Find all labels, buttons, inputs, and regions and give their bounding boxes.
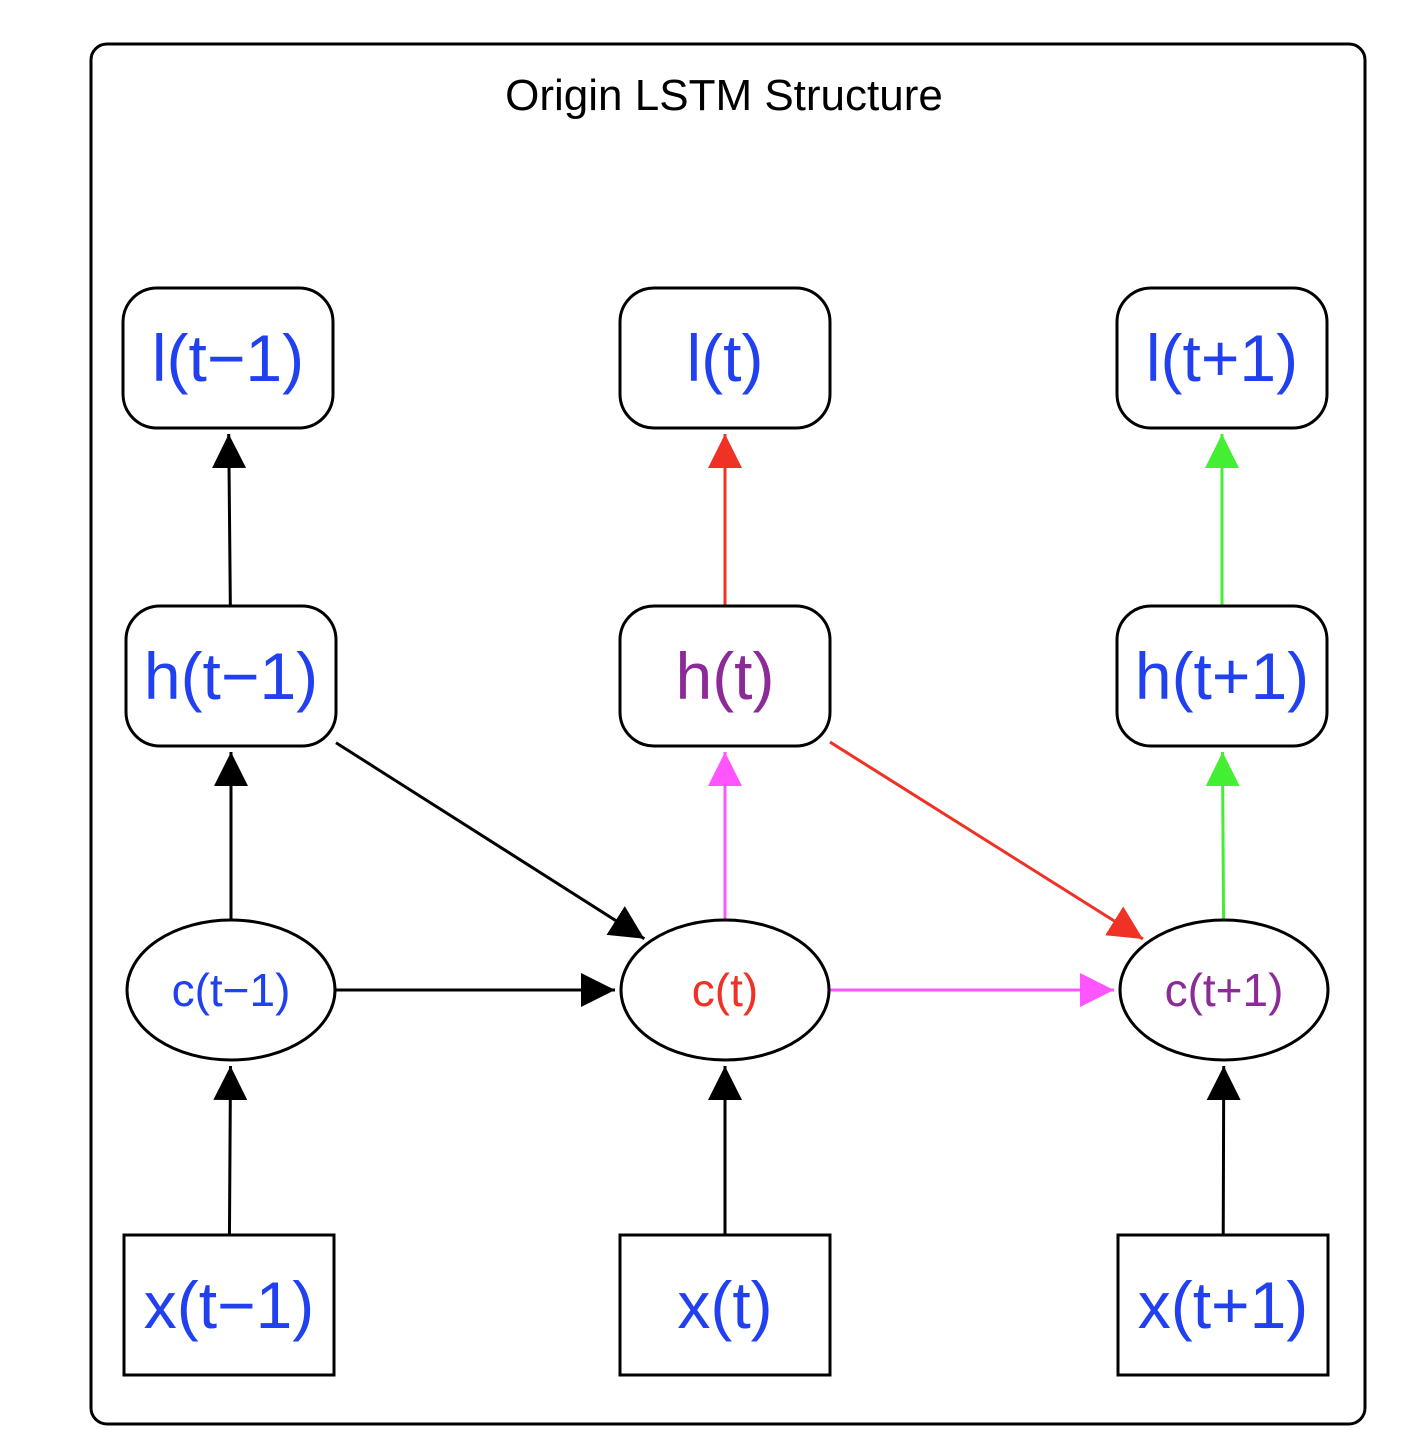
diagram-title: Origin LSTM Structure bbox=[505, 71, 943, 120]
node-h-tp1: h(t+1) bbox=[1115, 604, 1329, 748]
node-l-tp1: l(t+1) bbox=[1115, 286, 1329, 430]
node-label: h(t) bbox=[676, 639, 775, 713]
node-shape bbox=[125, 918, 337, 1062]
node-label: c(t−1) bbox=[172, 964, 291, 1016]
node-label: l(t) bbox=[687, 321, 764, 395]
node-shape bbox=[1116, 1233, 1330, 1377]
node-l-tm1: l(t−1) bbox=[121, 286, 335, 430]
node-label: h(t−1) bbox=[144, 639, 318, 713]
node-shape bbox=[618, 1233, 832, 1377]
node-shape bbox=[124, 604, 338, 748]
node-label: x(t) bbox=[677, 1268, 772, 1342]
edges-layer bbox=[212, 433, 1241, 1236]
node-shape bbox=[1118, 918, 1330, 1062]
edge-h-t-to-c-tp1 bbox=[829, 740, 1144, 941]
node-c-tp1: c(t+1) bbox=[1118, 918, 1330, 1062]
node-shape bbox=[1115, 604, 1329, 748]
nodes-layer: l(t−1) l(t) l(t+1) h(t−1) h(t) h(t+1) c(t−1) c(… bbox=[121, 286, 1330, 1377]
node-x-tm1: x(t−1) bbox=[122, 1233, 336, 1377]
node-x-t: x(t) bbox=[618, 1233, 832, 1377]
node-label: l(t+1) bbox=[1146, 321, 1298, 395]
node-c-tm1: c(t−1) bbox=[125, 918, 337, 1062]
edge-x-tp1-to-c-tp1 bbox=[1206, 1065, 1241, 1236]
node-x-tp1: x(t+1) bbox=[1116, 1233, 1330, 1377]
node-label: x(t−1) bbox=[144, 1268, 315, 1342]
edge-h-tm1-to-c-t bbox=[335, 741, 646, 940]
node-shape bbox=[121, 286, 335, 430]
node-shape bbox=[122, 1233, 336, 1377]
node-label: x(t+1) bbox=[1138, 1268, 1309, 1342]
edge-c-tp1-to-h-tp1 bbox=[1205, 751, 1240, 921]
node-shape bbox=[1115, 286, 1329, 430]
node-l-t: l(t) bbox=[618, 286, 832, 430]
node-h-tm1: h(t−1) bbox=[124, 604, 338, 748]
node-shape bbox=[619, 918, 831, 1062]
node-h-t: h(t) bbox=[618, 604, 832, 748]
node-label: c(t) bbox=[692, 964, 758, 1016]
node-label: l(t−1) bbox=[152, 321, 304, 395]
edge-h-tm1-to-l-tm1 bbox=[212, 433, 247, 607]
node-shape bbox=[618, 286, 832, 430]
node-label: h(t+1) bbox=[1135, 639, 1309, 713]
node-c-t: c(t) bbox=[619, 918, 831, 1062]
node-label: c(t+1) bbox=[1165, 964, 1284, 1016]
edge-x-tm1-to-c-tm1 bbox=[213, 1065, 248, 1236]
node-shape bbox=[618, 604, 832, 748]
